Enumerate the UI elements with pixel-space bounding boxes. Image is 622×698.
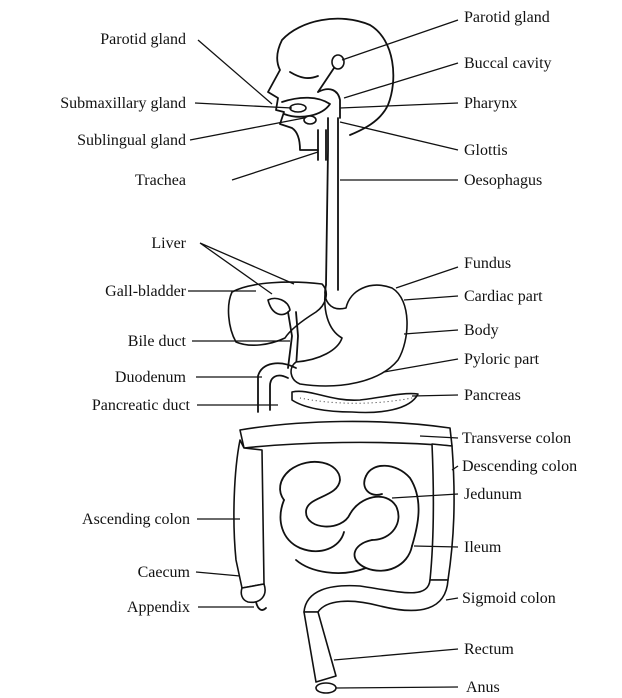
label-ileum: Ileum: [464, 539, 502, 556]
sublingual-shape: [304, 116, 316, 124]
label-pyloric-part: Pyloric part: [464, 351, 540, 368]
label-parotid-gland-right: Parotid gland: [464, 9, 550, 26]
label-transverse-colon: Transverse colon: [462, 430, 571, 447]
nose-line: [290, 72, 318, 78]
label-ascending-colon: Ascending colon: [82, 511, 190, 528]
labels-right: Parotid gland Buccal cavity Pharynx Glot…: [462, 9, 577, 696]
label-descending-colon: Descending colon: [462, 458, 577, 475]
appendix-tube: [256, 602, 266, 610]
label-body: Body: [464, 322, 499, 339]
sigmoid-colon-tube: [304, 580, 448, 612]
label-buccal-cavity: Buccal cavity: [464, 55, 552, 72]
label-cardiac-part: Cardiac part: [464, 288, 543, 305]
caecum-shape: [241, 584, 265, 602]
label-parotid-gland-left: Parotid gland: [100, 31, 186, 48]
submaxillary-shape: [290, 104, 306, 112]
label-anus: Anus: [466, 679, 500, 696]
labels-left: Parotid gland Submaxillary gland Subling…: [60, 31, 190, 616]
label-sigmoid-colon: Sigmoid colon: [462, 590, 556, 607]
label-liver: Liver: [151, 235, 186, 252]
ascending-colon-tube: [234, 440, 264, 588]
label-sublingual-gland: Sublingual gland: [77, 132, 186, 149]
label-caecum: Caecum: [138, 564, 191, 581]
parotid-gland-shape: [332, 55, 344, 69]
label-duodenum: Duodenum: [115, 369, 187, 386]
label-rectum: Rectum: [464, 641, 514, 658]
anatomy-drawing: [229, 19, 455, 693]
label-glottis: Glottis: [464, 142, 508, 159]
parotid-duct: [318, 68, 334, 92]
transverse-colon-tube: [240, 421, 452, 448]
label-trachea: Trachea: [135, 172, 186, 189]
label-gall-bladder: Gall-bladder: [105, 283, 187, 300]
trachea-tube: [318, 130, 326, 160]
label-appendix: Appendix: [127, 599, 190, 616]
label-pancreatic-duct: Pancreatic duct: [92, 397, 191, 414]
label-bile-duct: Bile duct: [128, 333, 187, 350]
label-submaxillary-gland: Submaxillary gland: [60, 95, 186, 112]
rectum-tube: [304, 612, 336, 682]
oesophagus-tube: [326, 118, 338, 290]
descending-colon-tube: [430, 444, 454, 580]
small-intestine-coils: [280, 462, 419, 573]
label-oesophagus: Oesophagus: [464, 172, 542, 189]
label-fundus: Fundus: [464, 255, 511, 272]
leader-lines: [188, 20, 458, 688]
pancreas-shape: [292, 391, 418, 412]
label-pharynx: Pharynx: [464, 95, 517, 112]
label-jejunum: Jedunum: [464, 486, 522, 503]
anus-opening: [316, 683, 336, 693]
label-pancreas: Pancreas: [464, 387, 521, 404]
